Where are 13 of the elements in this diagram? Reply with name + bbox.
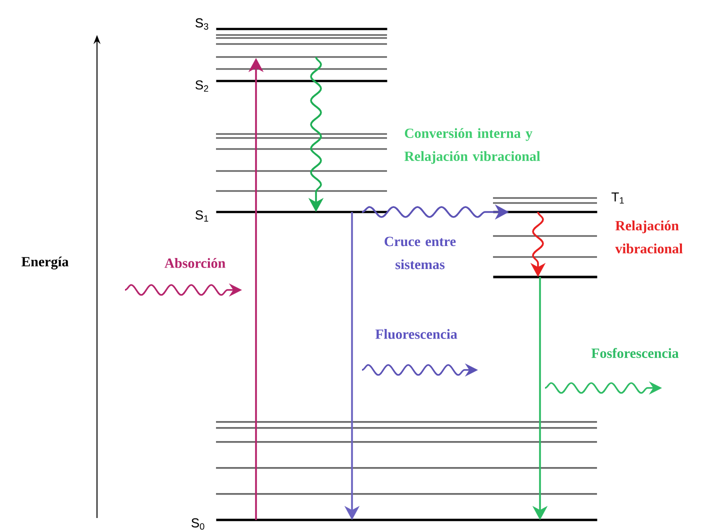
- state-label: S$_{2}$: [195, 80, 208, 92]
- annotation-text: Cruce entre sistemas: [384, 236, 456, 270]
- energy-level-line: [493, 276, 598, 278]
- annotation-text: Energía: [22, 256, 69, 270]
- annotation-text: Conversión interna y Relajación vibracional: [404, 128, 540, 164]
- annotation-text: Fosforescencia: [591, 348, 679, 358]
- annotation-text: Fluorescencia: [375, 329, 458, 339]
- state-label: S$_{1}$: [195, 210, 208, 222]
- annotation-text: Absorción: [164, 258, 226, 268]
- annotation-text: Relajación vibracional: [615, 220, 683, 254]
- state-label: T$_{1}$: [612, 192, 624, 204]
- state-label: S$_{3}$: [195, 18, 208, 30]
- state-label: S$_{0}$: [191, 518, 204, 530]
